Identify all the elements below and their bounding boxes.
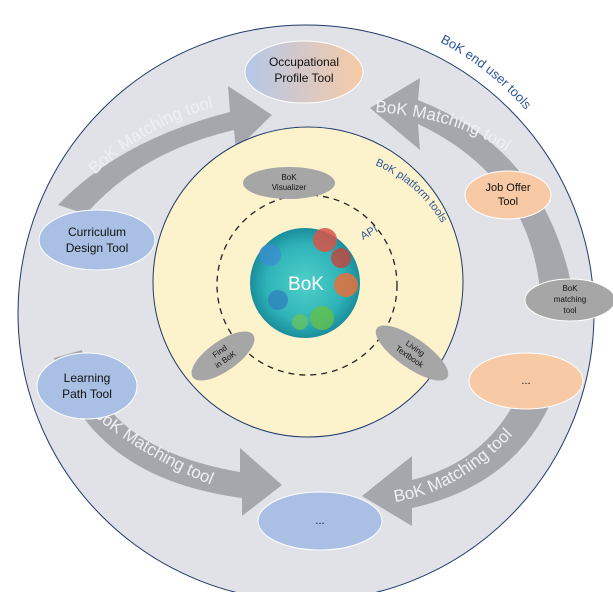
svg-text:Occupational: Occupational	[269, 55, 339, 69]
svg-text:Visualizer: Visualizer	[272, 183, 307, 192]
additional-tool-right-node[interactable]: ...	[468, 352, 584, 410]
svg-text:Design Tool: Design Tool	[66, 241, 128, 255]
svg-text:Learning: Learning	[64, 371, 111, 385]
bok-core-cluster	[292, 314, 308, 330]
svg-text:matching: matching	[554, 295, 586, 304]
svg-text:Profile Tool: Profile Tool	[274, 71, 333, 85]
svg-text:...: ...	[315, 515, 324, 527]
learning-path-tool-node[interactable]: Learning Path Tool	[36, 352, 138, 420]
bok-core-cluster	[268, 290, 288, 310]
bok-core-cluster	[313, 228, 337, 252]
additional-tool-bottom-node[interactable]: ...	[257, 491, 383, 551]
job-offer-tool-node[interactable]: Job Offer Tool	[464, 170, 552, 220]
svg-text:Path Tool: Path Tool	[62, 387, 112, 401]
occupational-profile-tool-node[interactable]: Occupational Profile Tool	[244, 40, 364, 104]
bok-core-cluster	[331, 248, 351, 268]
matching-arrow-top-left	[58, 86, 272, 214]
find-in-bok-node[interactable]: Find in BoK	[184, 322, 262, 389]
svg-text:Tool: Tool	[498, 196, 518, 208]
svg-text:Curriculum: Curriculum	[68, 225, 126, 239]
bok-core-cluster	[310, 306, 334, 330]
bok-core-label: BoK	[288, 274, 324, 295]
matching-arrow-bottom-left	[54, 350, 282, 516]
svg-text:tool: tool	[564, 306, 577, 315]
matching-arrow-top-right	[370, 78, 572, 290]
curriculum-design-tool-node[interactable]: Curriculum Design Tool	[38, 209, 156, 271]
svg-text:Job Offer: Job Offer	[485, 182, 530, 194]
bok-matching-tool-node[interactable]: BoK matching tool	[524, 278, 613, 322]
matching-arrow-bottom-right	[362, 370, 560, 526]
bok-visualizer-node[interactable]: BoK Visualizer	[243, 167, 335, 199]
svg-text:BoK: BoK	[281, 173, 297, 182]
svg-text:...: ...	[521, 375, 530, 387]
svg-text:BoK: BoK	[562, 284, 578, 293]
bok-core-cluster	[334, 273, 358, 297]
bok-core-cluster	[259, 244, 281, 266]
